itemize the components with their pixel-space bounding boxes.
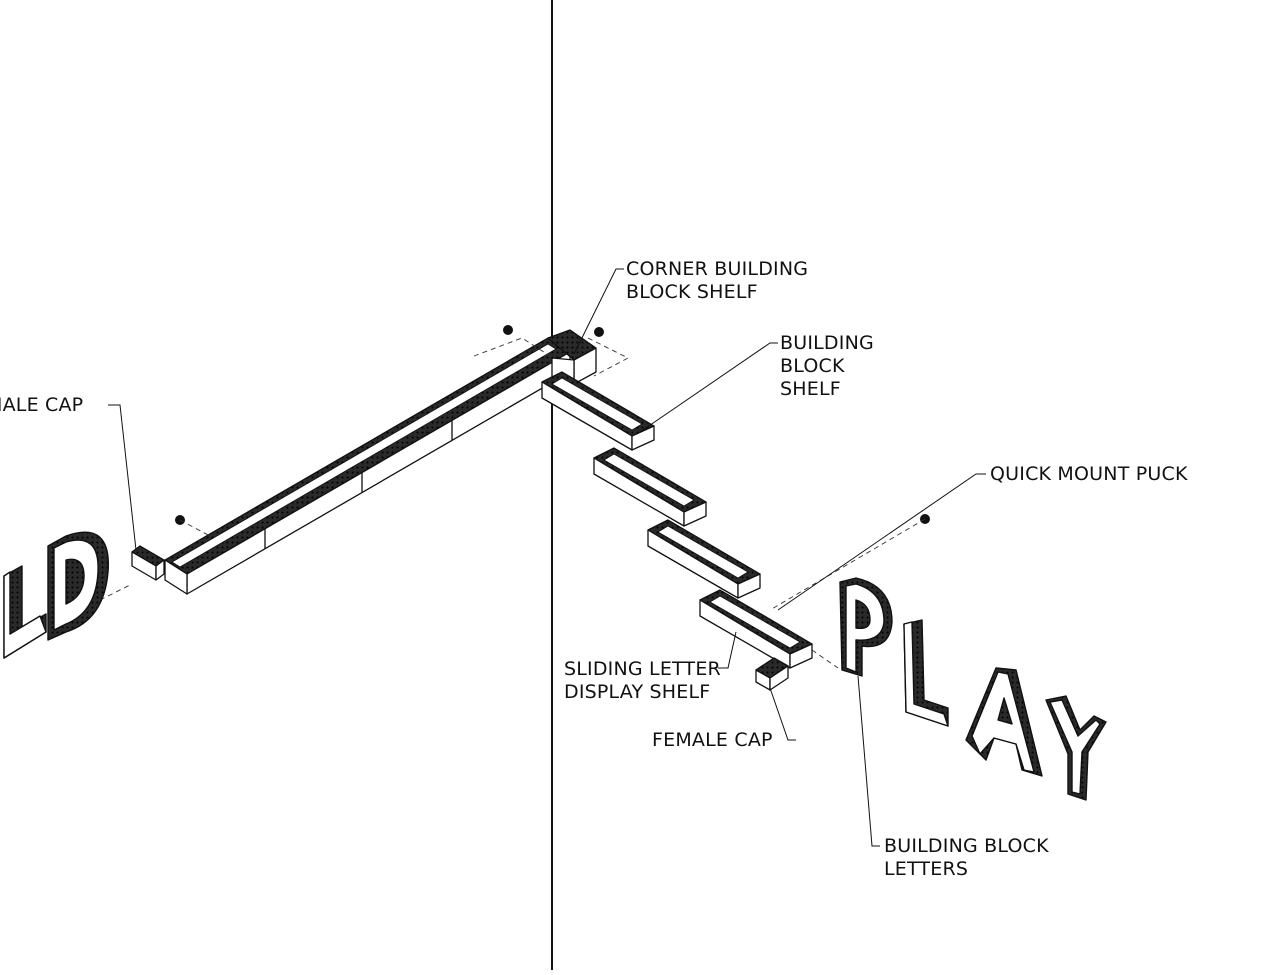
leader-lines <box>108 268 986 847</box>
male-cap-part <box>131 545 165 581</box>
female-cap-part <box>755 657 789 691</box>
label-male-cap: MALE CAP <box>0 394 84 416</box>
label-sliding-letter-display-shelf: SLIDING LETTER DISPLAY SHELF <box>564 658 721 703</box>
sliding-shelf-2 <box>647 519 761 599</box>
label-building-block-letters: BUILDING BLOCK LETTERS <box>884 835 1049 880</box>
mount-outlines <box>99 337 926 669</box>
label-corner-building-block-shelf: CORNER BUILDING BLOCK SHELF <box>626 258 809 303</box>
sliding-shelf-3 <box>699 589 813 669</box>
letters-left <box>3 531 109 659</box>
label-female-cap: FEMALE CAP <box>652 729 773 751</box>
left-shelf <box>164 337 571 595</box>
sliding-shelf-1 <box>593 447 707 527</box>
label-building-block-shelf: BUILDING BLOCK SHELF <box>780 332 874 400</box>
letters-right <box>839 577 1107 801</box>
label-quick-mount-puck: QUICK MOUNT PUCK <box>990 463 1188 485</box>
right-shelf-1 <box>541 371 655 451</box>
